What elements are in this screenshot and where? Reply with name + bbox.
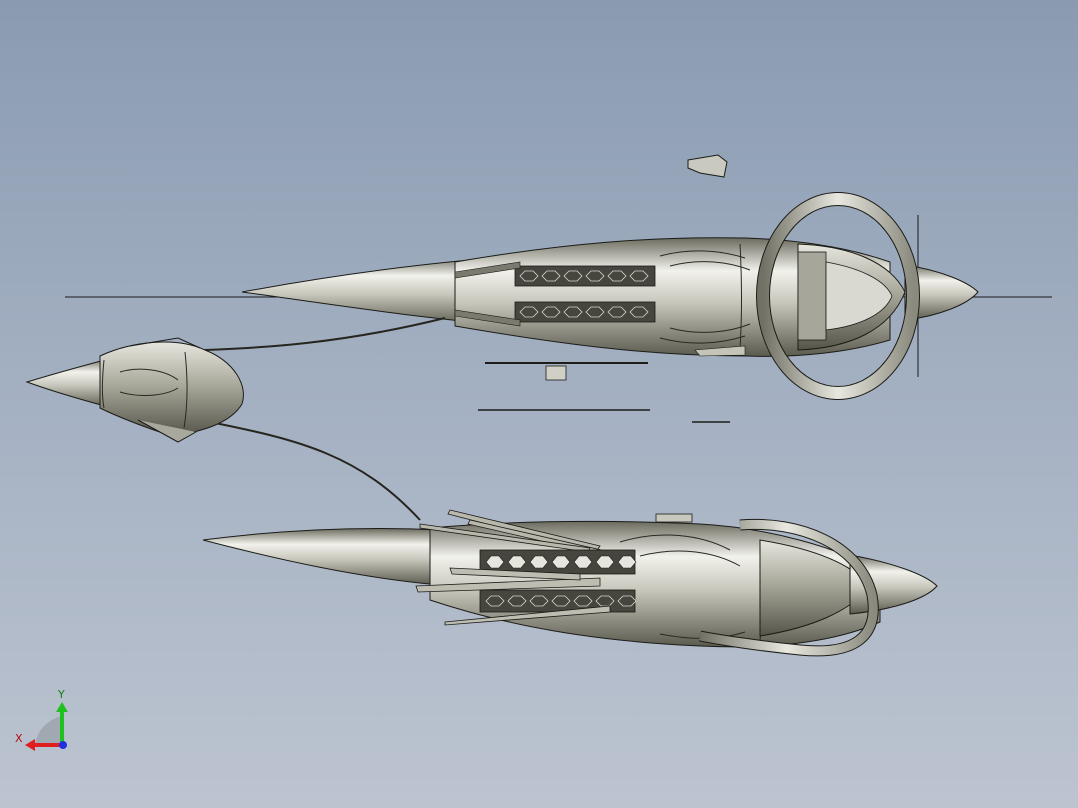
x-axis-head [25, 739, 35, 751]
triad-plane [35, 716, 62, 745]
side-fins [415, 567, 611, 626]
engine-grille-upper [514, 265, 656, 287]
intake-frame [797, 251, 827, 341]
x-axis-label: X [15, 732, 23, 745]
cockpit-upper-ridge [129, 337, 201, 349]
body-panel-lines [659, 243, 751, 351]
side-nose-spike[interactable] [202, 527, 441, 586]
y-axis-head [56, 702, 68, 712]
y-axis-label: Y [57, 688, 65, 701]
stabilizer-ring[interactable] [757, 193, 919, 399]
cockpit-nose[interactable] [25, 357, 113, 409]
cockpit-pod[interactable] [25, 337, 244, 443]
side-stabilizer-ring[interactable] [699, 519, 878, 656]
control-cables [204, 317, 446, 521]
top-view-podracer[interactable] [65, 154, 1052, 423]
side-top-hatch [655, 513, 693, 523]
cockpit-panel-lines [102, 351, 188, 429]
floating-bracket-part[interactable] [545, 365, 567, 381]
z-axis-dot [59, 741, 67, 749]
body-fin-bottom [694, 345, 746, 357]
intake-rail-lower [454, 309, 521, 327]
engine-grille-lower [514, 301, 656, 323]
intake-core [825, 261, 893, 331]
side-grille-lower [479, 589, 637, 613]
cockpit-body[interactable] [99, 341, 244, 437]
cockpit-lower-fin [137, 419, 197, 443]
intake-rail-upper [454, 261, 521, 279]
side-view-podracer[interactable] [202, 509, 938, 657]
side-grille-upper [479, 549, 637, 575]
axis-triad: Y X [15, 688, 68, 751]
front-nose-cone[interactable] [904, 264, 979, 321]
floating-vane-part[interactable] [687, 154, 728, 178]
